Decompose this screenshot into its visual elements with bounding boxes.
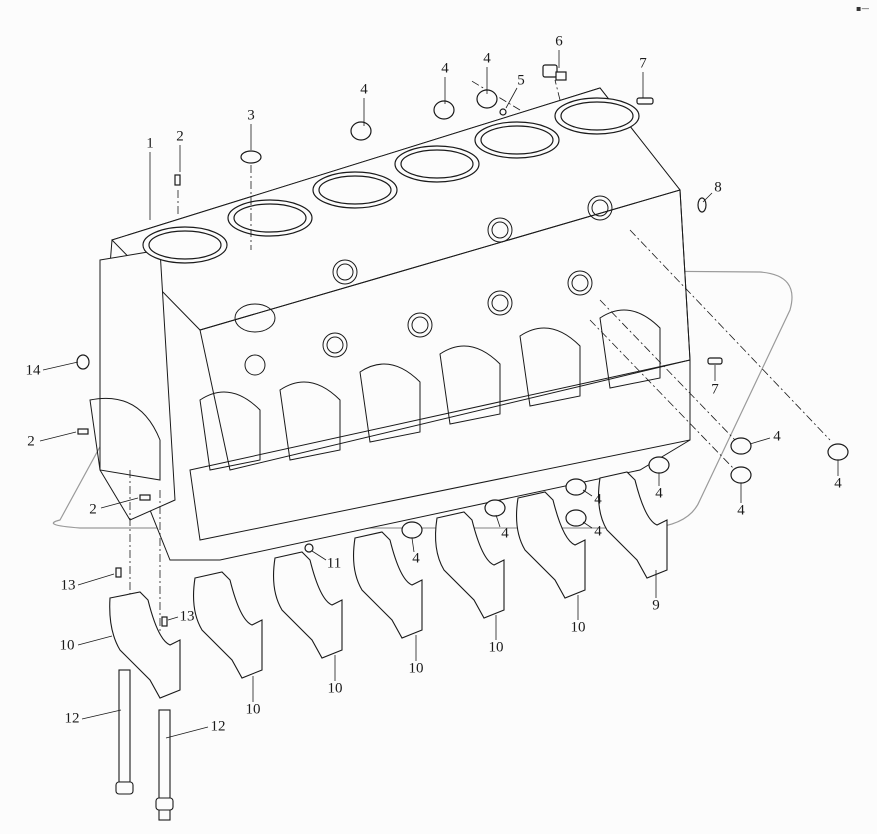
callout-5-ball-plug: 5 [517, 72, 525, 89]
callout-4-expansion-plug: 4 [737, 502, 745, 519]
callout-4-expansion-plug: 4 [441, 60, 449, 77]
callout-4-expansion-plug: 4 [501, 525, 509, 542]
callout-12-bearing-bolt: 12 [210, 718, 226, 735]
callout-10-bearing-cap: 10 [488, 639, 504, 656]
callout-4-expansion-plug: 4 [655, 485, 663, 502]
callout-7-dowel-pin: 7 [639, 55, 647, 72]
callout-4-expansion-plug: 4 [594, 523, 602, 540]
leader-lines [39, 50, 839, 739]
callout-10-bearing-cap: 10 [327, 680, 343, 697]
callout-10-bearing-cap: 10 [59, 637, 75, 654]
cylinder-bores [142, 97, 640, 264]
assembly-lines [129, 79, 831, 640]
callout-6-screw-plug: 6 [555, 33, 563, 50]
callout-4-expansion-plug: 4 [360, 81, 368, 98]
callout-3-sleeve-ring: 3 [247, 107, 255, 124]
callout-2-dowel-pin: 2 [176, 128, 184, 145]
callout-11-plug: 11 [326, 555, 342, 572]
callout-7-dowel-pin: 7 [711, 381, 719, 398]
callout-13-dowel-pin: 13 [179, 608, 195, 625]
corner-mark: ▪— [856, 4, 870, 13]
callout-10-bearing-cap: 10 [408, 660, 424, 677]
bearing-caps [109, 471, 668, 699]
callout-14-plug: 14 [25, 362, 41, 379]
callout-4-expansion-plug: 4 [773, 428, 781, 445]
callout-13-dowel-pin: 13 [60, 577, 76, 594]
callout-4-expansion-plug: 4 [594, 491, 602, 508]
callout-4-expansion-plug: 4 [834, 475, 842, 492]
callout-8-plug: 8 [714, 179, 722, 196]
callout-2-dowel-pin: 2 [27, 433, 35, 450]
callout-2-dowel-pin: 2 [89, 501, 97, 518]
callout-10-bearing-cap: 10 [245, 701, 261, 718]
callout-4-expansion-plug: 4 [412, 550, 420, 567]
callout-12-bearing-bolt: 12 [64, 710, 80, 727]
loose-parts [76, 64, 849, 627]
callout-1-cylinder-block: 1 [146, 135, 154, 152]
callout-9-thrust-bearing-cap: 9 [652, 597, 660, 614]
callout-4-expansion-plug: 4 [483, 50, 491, 67]
block-ports [89, 195, 661, 481]
bolts [115, 669, 174, 821]
callout-10-bearing-cap: 10 [570, 619, 586, 636]
